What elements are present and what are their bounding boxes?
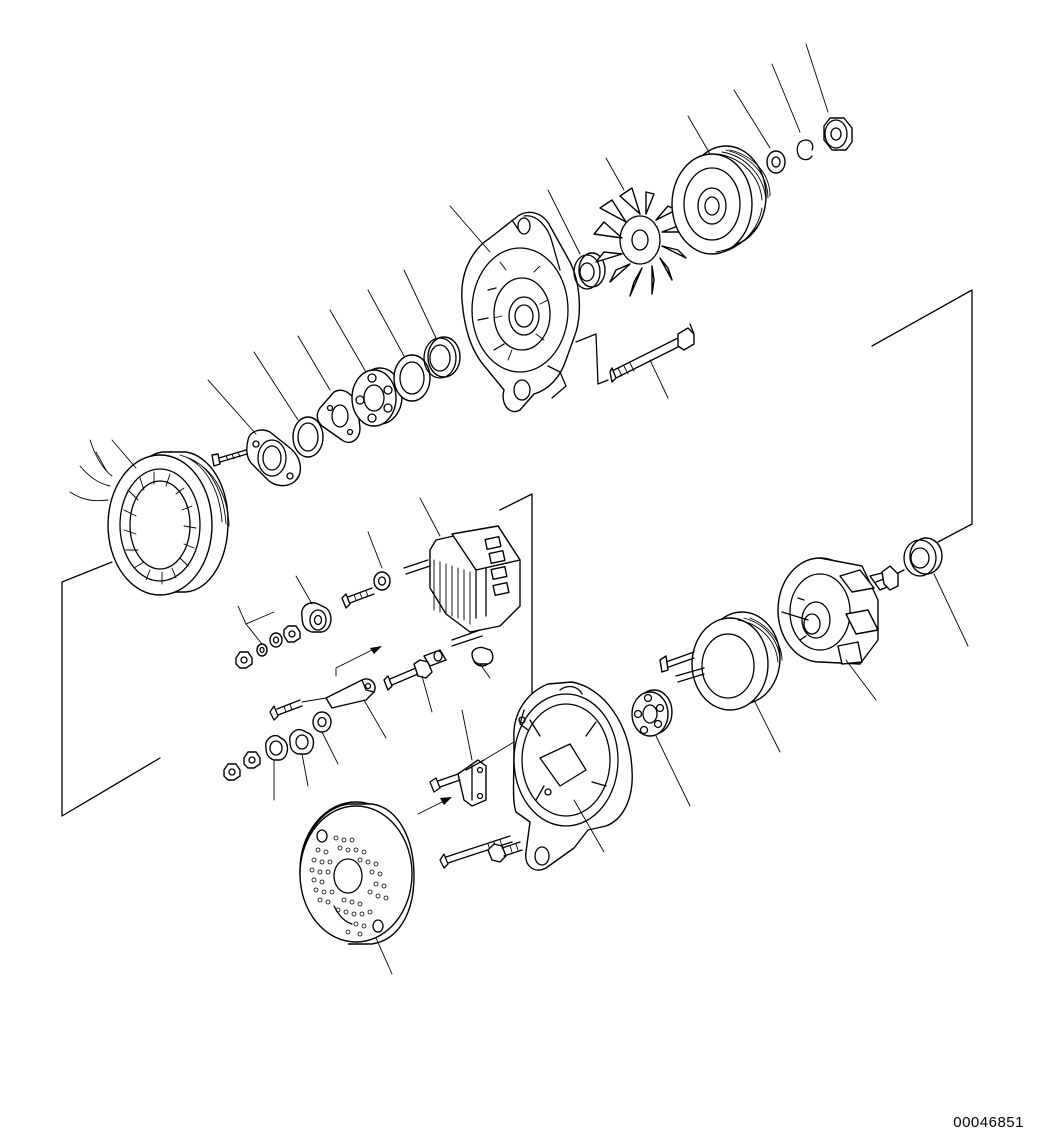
bearing-retainer-plate[interactable] — [246, 429, 301, 487]
terminal-bolt[interactable] — [341, 587, 375, 609]
front-bearing[interactable] — [351, 367, 403, 427]
direction-arrow-lower — [417, 797, 452, 815]
collar-ring[interactable] — [423, 336, 461, 379]
through-bolt[interactable] — [609, 323, 695, 383]
pulley-nut[interactable] — [823, 117, 853, 151]
lower-nut-b[interactable] — [223, 763, 241, 781]
front-housing[interactable] — [461, 211, 581, 413]
small-washer-b[interactable] — [256, 643, 268, 657]
slip-ring-brush-holder[interactable] — [659, 611, 783, 711]
small-washer-a[interactable] — [269, 632, 283, 648]
rotor-bearing[interactable] — [903, 537, 943, 577]
rectifier-assembly[interactable] — [403, 525, 521, 647]
lower-washer[interactable] — [312, 711, 332, 733]
lower-bushing-b[interactable] — [264, 734, 289, 761]
rear-cover[interactable] — [299, 801, 415, 945]
lower-nut-a[interactable] — [243, 751, 261, 769]
pulley[interactable] — [671, 145, 771, 255]
small-nut-a[interactable] — [283, 625, 301, 643]
small-nut-b[interactable] — [235, 651, 253, 669]
snap-ring[interactable] — [796, 139, 814, 161]
retainer-screw[interactable] — [211, 449, 248, 467]
lower-bushing[interactable] — [288, 728, 315, 755]
spacer-ring[interactable] — [393, 354, 431, 402]
gasket-plate[interactable] — [316, 389, 361, 444]
insulator-washer[interactable] — [373, 571, 391, 591]
rear-bolt-b[interactable] — [487, 841, 523, 863]
stator-coil[interactable] — [69, 439, 230, 596]
direction-arrow-upper — [335, 646, 382, 677]
washer[interactable] — [766, 150, 786, 174]
terminal-bracket[interactable] — [269, 678, 376, 721]
cooling-fan[interactable] — [593, 187, 687, 297]
rear-bearing[interactable] — [631, 689, 673, 737]
small-bushing-rect[interactable] — [471, 646, 494, 667]
terminal-stud[interactable] — [383, 649, 447, 691]
insulator-bushing[interactable] — [301, 602, 332, 633]
regulator[interactable] — [429, 759, 487, 807]
rear-housing[interactable] — [512, 681, 633, 871]
drawing-number: 00046851 — [953, 1114, 1024, 1131]
rotor[interactable] — [777, 557, 905, 665]
seal-ring-a[interactable] — [292, 416, 324, 458]
